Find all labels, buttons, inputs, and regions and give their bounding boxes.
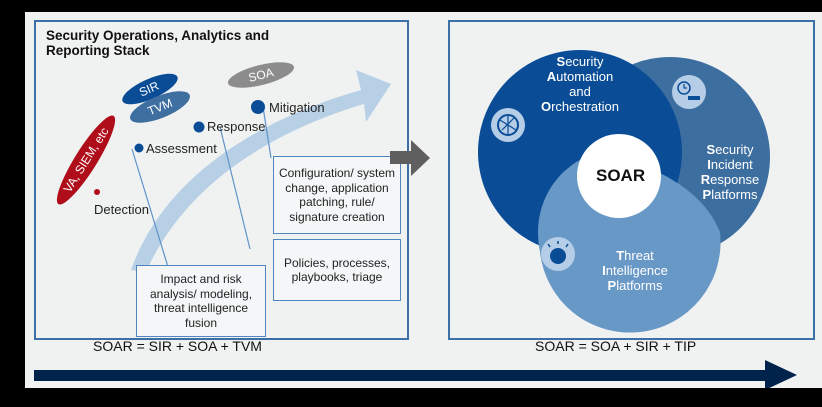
sir-circle-label: Security Incident Response Platforms <box>700 142 760 202</box>
brain-head-icon <box>550 248 566 264</box>
red-ellipse-label: VA, SIEM, etc <box>61 125 112 195</box>
red-ellipse <box>56 115 116 205</box>
clock-team-icon <box>677 81 691 95</box>
assessment-box: Impact and risk analysis/ modeling, thre… <box>136 265 266 337</box>
mitigation-dot <box>251 100 265 114</box>
stage-detection: Detection <box>94 202 149 217</box>
response-dot <box>193 121 205 133</box>
soar-center-label: SOAR <box>596 166 646 185</box>
soar-center <box>577 134 661 218</box>
soa-ellipse <box>227 62 295 88</box>
mitigation-box: Configuration/ system change, applicatio… <box>273 156 401 234</box>
diagram-canvas: Security Operations, Analytics and Repor… <box>25 12 822 388</box>
mitigation-leader <box>262 106 272 159</box>
right-formula: SOAR = SOA + SIR + TIP <box>535 338 697 354</box>
panel-title: Security Operations, Analytics and Repor… <box>46 28 270 58</box>
stack-graphic: VA, SIEM, etc SIR TVM SOA <box>56 62 391 272</box>
response-leader <box>219 126 251 250</box>
tip-circle-label: Threat Intelligence Platforms <box>602 248 668 293</box>
stage-assessment: Assessment <box>146 141 217 156</box>
stage-response: Response <box>207 119 266 134</box>
detection-dot <box>94 189 100 195</box>
assessment-dot <box>134 143 144 153</box>
sir-ellipse <box>122 73 178 105</box>
soar-venn-panel: SOAR Security Automation and Orchestrati… <box>448 20 815 340</box>
soa-label: SOA <box>247 65 275 85</box>
timeline-arrowhead-icon <box>765 360 797 388</box>
stage-mitigation: Mitigation <box>269 100 325 115</box>
assessment-leader <box>131 148 169 268</box>
soa-circle-label: Security Automation and Orchestration <box>540 54 620 114</box>
soar-stack-panel: Security Operations, Analytics and Repor… <box>34 20 409 340</box>
venn-graphic <box>478 50 770 333</box>
response-box: Policies, processes, playbooks, triage <box>273 239 401 301</box>
tvm-ellipse <box>130 91 190 123</box>
process-arrow <box>131 70 391 272</box>
left-formula: SOAR = SIR + SOA + TVM <box>93 338 262 354</box>
